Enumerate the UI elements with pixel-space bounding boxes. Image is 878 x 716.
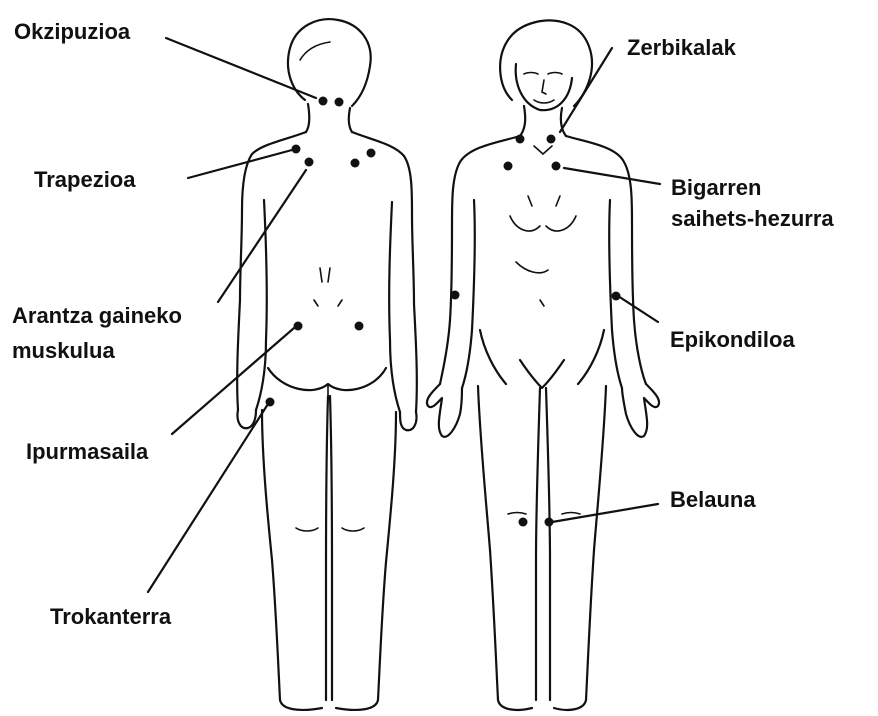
point-epikondiloa-left — [451, 291, 460, 300]
back-view-figure — [237, 19, 417, 710]
point-okzipuzioa-left — [319, 97, 328, 106]
point-ipurmasaila-right — [355, 322, 364, 331]
point-arantza-right — [351, 159, 360, 168]
point-belauna-right — [545, 518, 554, 527]
point-trapezioa-right — [367, 149, 376, 158]
leader-bigarren — [564, 168, 660, 184]
label-zerbikalak: Zerbikalak — [627, 35, 736, 61]
point-arantza-left — [305, 158, 314, 167]
label-okzipuzioa: Okzipuzioa — [14, 19, 130, 45]
point-trokanterra — [266, 398, 275, 407]
point-bigarren-right — [552, 162, 561, 171]
label-trapezioa: Trapezioa — [34, 167, 135, 193]
point-bigarren-left — [504, 162, 513, 171]
leader-okzipuzioa — [166, 38, 316, 98]
leader-trokanterra — [148, 404, 268, 592]
tender-points — [266, 97, 621, 527]
leader-epikondiloa — [618, 296, 658, 322]
label-ipurmasaila: Ipurmasaila — [26, 439, 148, 465]
label-bigarren-line2: saihets-hezurra — [671, 206, 834, 232]
label-arantza-line2: muskulua — [12, 338, 115, 364]
label-trokanterra: Trokanterra — [50, 604, 171, 630]
point-zerbikalak-right — [547, 135, 556, 144]
label-belauna: Belauna — [670, 487, 756, 513]
label-bigarren-line1: Bigarren — [671, 175, 761, 201]
point-belauna-left — [519, 518, 528, 527]
label-arantza-line1: Arantza gaineko — [12, 303, 182, 329]
leader-ipurmasaila — [172, 328, 294, 434]
leader-arantza — [218, 170, 306, 302]
point-okzipuzioa-right — [335, 98, 344, 107]
leader-trapezioa — [188, 150, 292, 178]
point-trapezioa-left — [292, 145, 301, 154]
point-epikondiloa-right — [612, 292, 621, 301]
point-ipurmasaila-left — [294, 322, 303, 331]
leader-zerbikalak — [560, 48, 612, 132]
label-epikondiloa: Epikondiloa — [670, 327, 795, 353]
front-view-figure — [427, 21, 659, 710]
leader-lines — [148, 38, 660, 592]
point-zerbikalak-left — [516, 135, 525, 144]
